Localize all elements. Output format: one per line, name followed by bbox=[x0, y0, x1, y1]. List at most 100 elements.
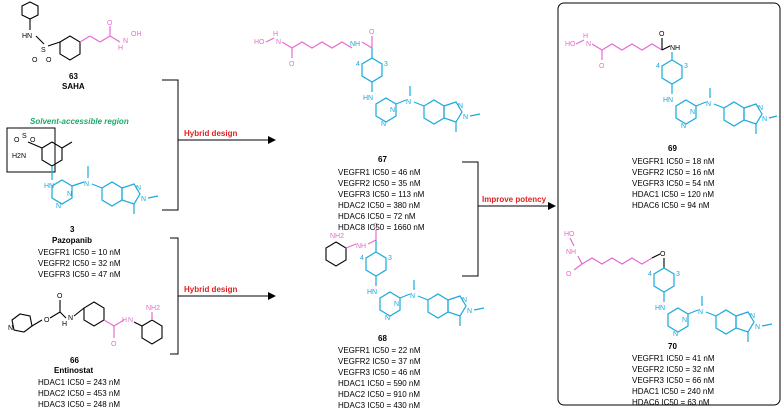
atom-label: N bbox=[276, 39, 281, 46]
compound-number-67: 67 bbox=[378, 155, 387, 164]
activity-68-5: HDAC3 IC50 = 430 nM bbox=[338, 401, 420, 410]
atom-label: HO bbox=[254, 39, 265, 46]
activity-68-1: VEGFR2 IC50 = 37 nM bbox=[338, 357, 421, 366]
hybrid-design-label-2: Hybrid design bbox=[184, 285, 237, 294]
activity-70-2: VEGFR3 IC50 = 66 nM bbox=[632, 376, 715, 385]
atom-label: HN bbox=[663, 97, 673, 104]
activity-list-66: HDAC1 IC50 = 243 nM HDAC2 IC50 = 453 nM … bbox=[38, 378, 120, 409]
atom-label: NH2 bbox=[330, 233, 344, 240]
atom-label: H bbox=[118, 45, 123, 52]
activity-list-70: VEGFR1 IC50 = 41 nM VEGFR2 IC50 = 32 nM … bbox=[632, 354, 715, 407]
atom-label: N bbox=[56, 203, 61, 210]
activity-69-4: HDAC6 IC50 = 94 nM bbox=[632, 201, 710, 210]
atom-label: S bbox=[22, 133, 27, 140]
benzene-ring bbox=[59, 35, 81, 61]
phenyl-ring bbox=[653, 267, 675, 293]
atom-label: N bbox=[458, 103, 463, 110]
indazole-benzo-ring bbox=[715, 309, 737, 335]
atom-label: 4 bbox=[656, 63, 660, 70]
atom-label: HO bbox=[565, 41, 576, 48]
alkyl-chain bbox=[581, 257, 653, 265]
atom-label: N bbox=[762, 116, 767, 123]
bracket-top bbox=[162, 79, 179, 211]
structure-67: HO H N O NH O 4 3 HN N N N N N bbox=[254, 29, 481, 132]
activity-list-67: VEGFR1 IC50 = 46 nM VEGFR2 IC50 = 35 nM … bbox=[338, 168, 425, 232]
structure-69: HO H N O O NH 4 3 HN N N N N N bbox=[565, 31, 778, 134]
atom-label: N bbox=[706, 101, 711, 108]
arrowhead bbox=[268, 136, 276, 144]
activity-3-0: VEGFR1 IC50 = 10 nM bbox=[38, 248, 121, 257]
atom-label: H bbox=[122, 317, 127, 324]
atom-label: N bbox=[698, 309, 703, 316]
atom-label: N bbox=[410, 293, 415, 300]
activity-list-3: VEGFR1 IC50 = 10 nM VEGFR2 IC50 = 32 nM … bbox=[38, 248, 121, 279]
phenyl-ring bbox=[361, 57, 383, 83]
atom-label: O bbox=[289, 61, 295, 68]
atom-label: NH bbox=[670, 45, 680, 52]
activity-66-0: HDAC1 IC50 = 243 nM bbox=[38, 378, 120, 387]
atom-label: O bbox=[111, 341, 117, 348]
phenyl-ring bbox=[661, 59, 683, 85]
atom-label: HN bbox=[22, 33, 32, 40]
atom-label: H bbox=[583, 33, 588, 40]
atom-label: O bbox=[373, 223, 379, 230]
atom-label: O bbox=[32, 57, 38, 64]
atom-label: O bbox=[660, 251, 666, 258]
activity-66-2: HDAC3 IC50 = 248 nM bbox=[38, 400, 120, 409]
atom-label: HN bbox=[655, 305, 665, 312]
indazole-pyrazole-ring bbox=[743, 103, 763, 125]
atom-label: N bbox=[68, 315, 73, 322]
compound-name-63: SAHA bbox=[62, 82, 85, 91]
benzene-ring bbox=[83, 301, 105, 327]
activity-69-2: VEGFR3 IC50 = 54 nM bbox=[632, 179, 715, 188]
pyridine-ring bbox=[11, 313, 33, 333]
structure-63: HN S O O O H N OH bbox=[21, 1, 142, 64]
activity-67-0: VEGFR1 IC50 = 46 nM bbox=[338, 168, 421, 177]
solvent-region-label: Solvent-accessible region bbox=[30, 117, 129, 126]
activity-70-3: HDAC1 IC50 = 240 nM bbox=[632, 387, 714, 396]
structure-68: NH2 NH O 4 3 HN N N N N N bbox=[325, 223, 485, 326]
atom-label: N bbox=[8, 325, 13, 332]
result-box bbox=[557, 2, 781, 406]
activity-66-1: HDAC2 IC50 = 453 nM bbox=[38, 389, 120, 398]
structure-66: N O O H N O H N NH2 bbox=[8, 293, 163, 348]
atom-label: H bbox=[62, 321, 67, 328]
atom-label: O bbox=[30, 137, 36, 144]
activity-list-68: VEGFR1 IC50 = 22 nM VEGFR2 IC50 = 37 nM … bbox=[338, 346, 421, 410]
atom-label: NH bbox=[350, 41, 360, 48]
atom-label: N bbox=[467, 308, 472, 315]
atom-label: N bbox=[406, 99, 411, 106]
atom-label: 3 bbox=[676, 271, 680, 278]
indazole-benzo-ring bbox=[101, 181, 123, 207]
atom-label: 4 bbox=[648, 271, 652, 278]
compound-number-69: 69 bbox=[668, 144, 677, 153]
atom-label: 4 bbox=[356, 61, 360, 68]
compound-number-70: 70 bbox=[668, 342, 677, 351]
atom-label: N bbox=[682, 317, 687, 324]
atom-label: O bbox=[659, 31, 665, 38]
atom-label: N bbox=[141, 196, 146, 203]
activity-69-0: VEGFR1 IC50 = 18 nM bbox=[632, 157, 715, 166]
activity-69-3: HDAC1 IC50 = 120 nM bbox=[632, 190, 714, 199]
activity-67-3: HDAC2 IC50 = 380 nM bbox=[338, 201, 420, 210]
alkyl-chain bbox=[601, 43, 663, 51]
atom-label: N bbox=[128, 317, 133, 324]
indazole-pyrazole-ring bbox=[443, 101, 463, 123]
atom-label: N bbox=[690, 109, 695, 116]
atom-label: N bbox=[84, 181, 89, 188]
bracket-right bbox=[462, 161, 479, 277]
activity-68-3: HDAC1 IC50 = 590 nM bbox=[338, 379, 420, 388]
atom-label: HN bbox=[44, 183, 54, 190]
arrowhead bbox=[548, 202, 556, 210]
atom-label: H bbox=[273, 31, 278, 38]
atom-label: NH bbox=[356, 243, 366, 250]
activity-67-2: VEGFR3 IC50 = 113 nM bbox=[338, 190, 425, 199]
atom-label: N bbox=[586, 41, 591, 48]
atom-label: O bbox=[44, 317, 50, 324]
atom-label: N bbox=[755, 324, 760, 331]
phenyl-ring bbox=[21, 1, 39, 20]
activity-70-4: HDAC6 IC50 = 63 nM bbox=[632, 398, 710, 407]
improve-potency-label: Improve potency bbox=[482, 195, 547, 204]
indazole-pyrazole-ring bbox=[735, 311, 755, 333]
